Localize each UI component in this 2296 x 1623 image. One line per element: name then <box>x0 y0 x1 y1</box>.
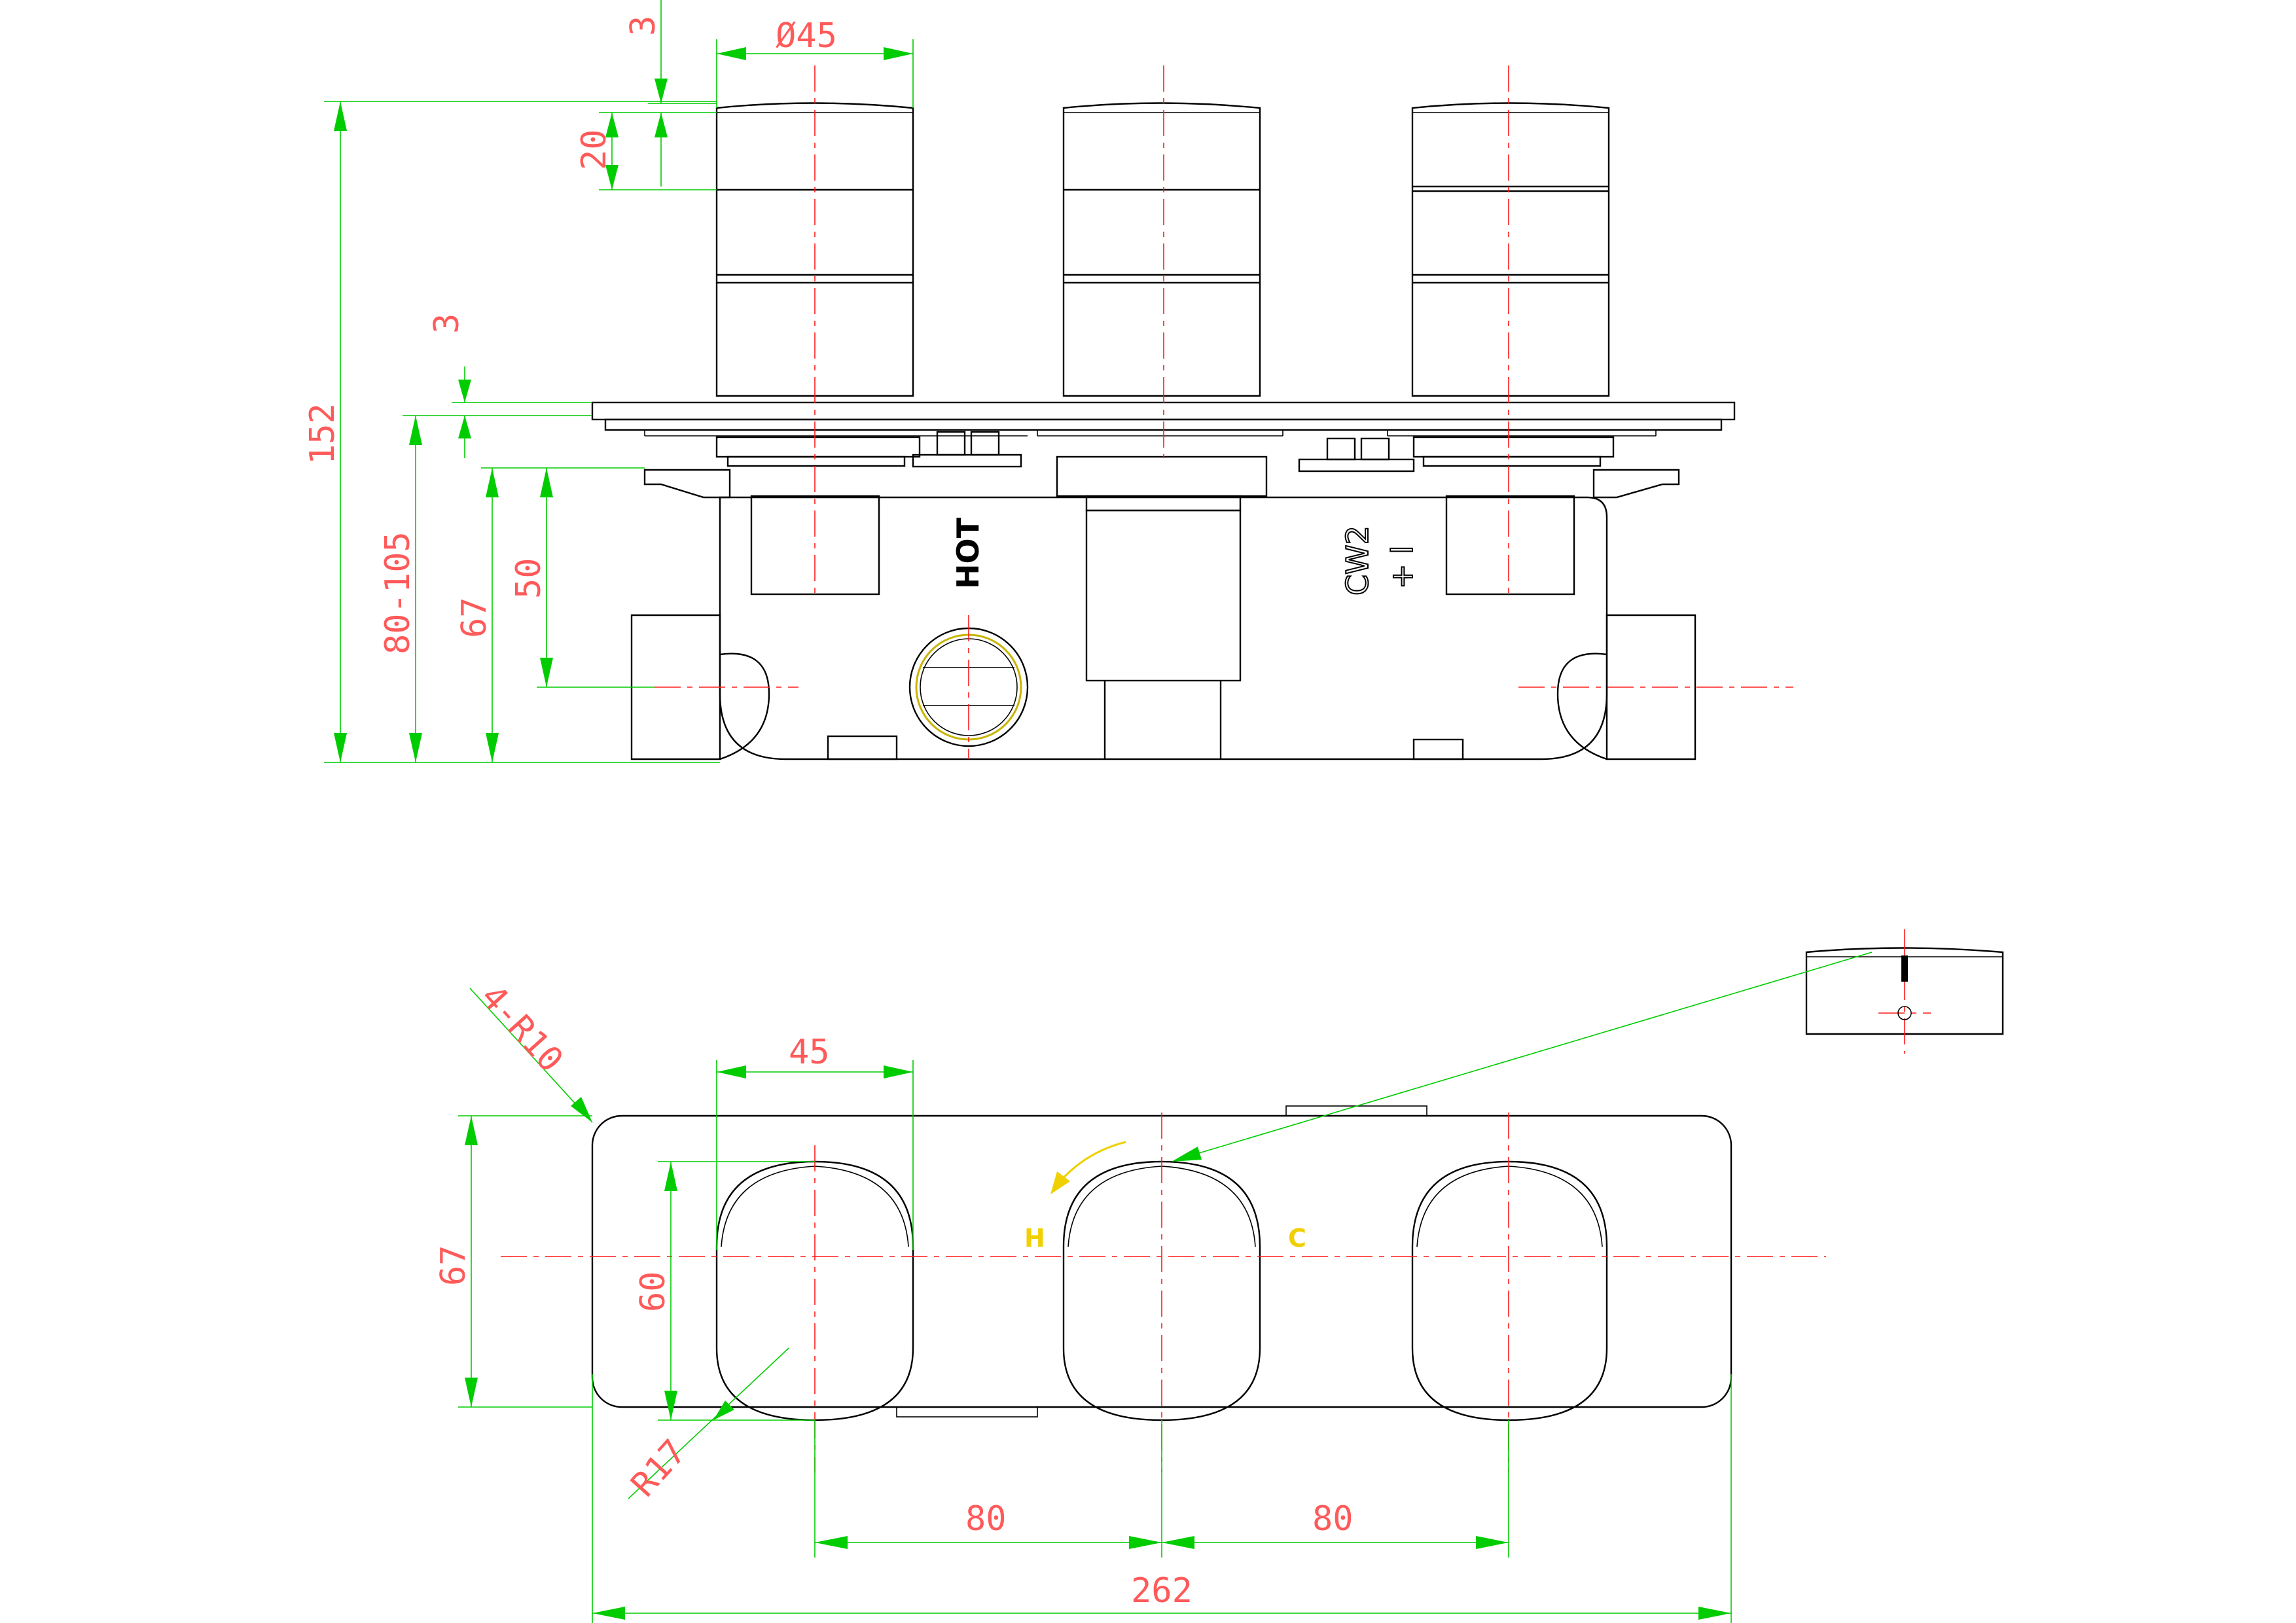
dim-depth-range: 80-105 <box>378 531 418 654</box>
dim-knob-width: 45 <box>789 1033 830 1072</box>
knob-detail <box>1172 929 2004 1162</box>
valve-collars <box>643 431 1680 512</box>
dim-overall-width: 262 <box>1131 1571 1193 1611</box>
dim-overall-height: 152 <box>303 403 342 465</box>
label-cw2: CW2 <box>1340 526 1375 596</box>
knob-right-side <box>1411 102 1610 397</box>
dim-spacing-right: 80 <box>1312 1499 1354 1539</box>
dim-body-height: 67 <box>455 597 494 638</box>
label-h: H <box>1024 1224 1045 1253</box>
knob-left-front <box>715 1160 914 1421</box>
valve-body <box>630 495 1696 760</box>
dim-spacing-left: 80 <box>965 1499 1007 1539</box>
dim-corner-radius: 4-R10 <box>473 978 570 1080</box>
label-hot: HOT <box>950 517 986 589</box>
knob-middle-front <box>1062 1160 1261 1421</box>
label-plus-minus: + I <box>1384 545 1420 589</box>
dim-outlet-height: 50 <box>509 558 548 599</box>
top-view-centerlines <box>655 65 1793 759</box>
front-view-centerlines <box>501 1113 1826 1472</box>
dim-knob-top-gap: 3 <box>624 16 663 36</box>
knob-middle-side <box>1062 102 1261 397</box>
top-view: HOT CW2 + I <box>303 0 1793 763</box>
dim-plate-height: 67 <box>434 1245 473 1286</box>
front-view-dimensions <box>458 988 1732 1623</box>
top-view-dimensions <box>324 0 914 763</box>
dim-knob-diameter: Ø45 <box>776 16 837 56</box>
rotation-arrow <box>1059 1141 1126 1182</box>
knob-right-front <box>1411 1160 1608 1421</box>
dim-plate-thickness: 3 <box>427 313 467 334</box>
dim-knob-height: 60 <box>634 1271 673 1312</box>
dim-knob-cap: 20 <box>575 129 614 170</box>
front-view: H C <box>434 929 2004 1623</box>
label-c: C <box>1288 1224 1306 1253</box>
